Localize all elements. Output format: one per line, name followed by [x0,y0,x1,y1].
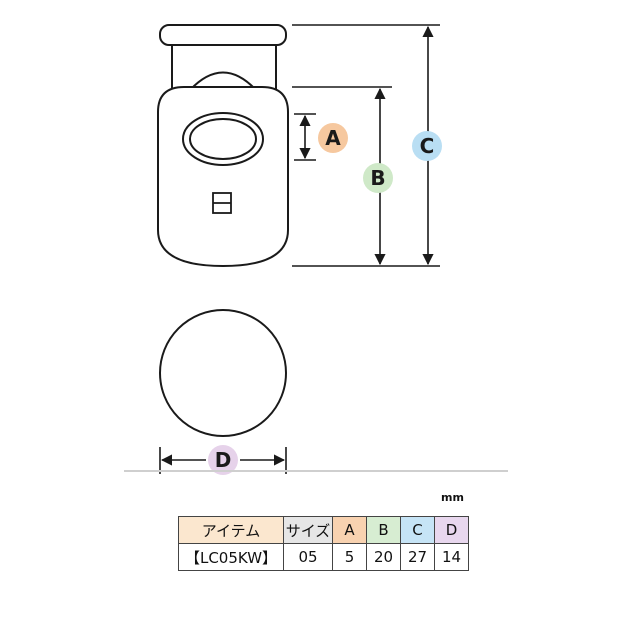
cell-b: 20 [366,543,401,571]
badge-d: D [208,445,238,475]
spec-table: アイテム サイズ A B C D 【LC05KW】 05 5 20 27 14 [178,516,469,571]
header-b: B [366,516,401,544]
cell-a: 5 [332,543,367,571]
cell-c: 27 [400,543,435,571]
dimension-a [294,113,316,161]
badge-a: A [318,123,348,153]
header-size: サイズ [283,516,333,544]
cord-lock-top-view [159,309,287,437]
header-d: D [434,516,469,544]
unit-label: mm [441,491,464,504]
cord-lock-front-view [157,24,289,268]
cord-hole-inner [189,118,257,160]
badge-c: C [412,131,442,161]
cell-item: 【LC05KW】 [178,543,284,571]
cord-hole-outer [182,112,264,166]
header-item: アイテム [178,516,284,544]
badge-a-label: A [325,126,341,150]
cell-d: 14 [434,543,469,571]
cell-size: 05 [283,543,333,571]
plunger-cap [159,24,287,46]
plunger-arch [189,71,257,91]
badge-d-label: D [215,448,232,472]
badge-b: B [363,163,393,193]
header-c: C [400,516,435,544]
badge-c-label: C [420,134,435,158]
dimension-d [159,447,287,474]
spec-table-header-row: アイテム サイズ A B C D [178,516,469,544]
table-row: 【LC05KW】 05 5 20 27 14 [178,543,469,571]
header-a: A [332,516,367,544]
body-shell [157,86,289,268]
badge-b-label: B [370,166,385,190]
